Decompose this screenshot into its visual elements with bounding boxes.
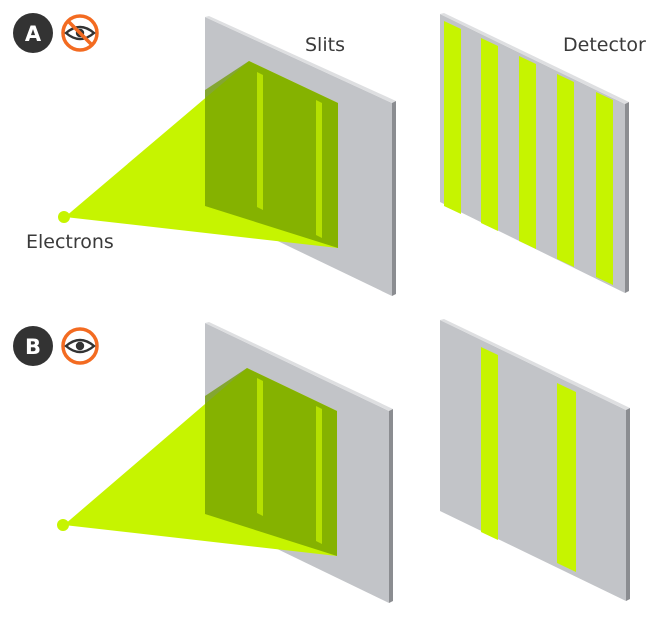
eye-icon	[61, 327, 99, 365]
detector-band	[519, 56, 536, 249]
detector-band	[557, 74, 574, 267]
beam-on-slits-a	[205, 61, 338, 248]
electron-source-a	[58, 211, 70, 223]
detector-band	[557, 383, 576, 572]
detector-screen-b	[440, 319, 630, 601]
slit-1-b	[257, 378, 263, 516]
badge-a-label: A	[25, 22, 42, 46]
eye-crossed-icon	[61, 14, 99, 52]
detector-band	[481, 347, 498, 540]
detector-band	[481, 38, 498, 231]
detector-band	[444, 21, 461, 214]
badge-a	[13, 13, 53, 53]
slits-label: Slits	[305, 34, 345, 56]
electron-source-b	[57, 519, 69, 531]
panel-b: B	[13, 319, 630, 603]
detector-band	[596, 92, 613, 285]
detector-screen-a	[440, 13, 629, 293]
electrons-label: Electrons	[26, 231, 114, 253]
slit-2-a	[316, 100, 322, 238]
detector-label: Detector	[563, 34, 646, 56]
panel-a: A	[13, 13, 646, 296]
badge-b-label: B	[25, 335, 41, 359]
badge-b	[13, 326, 53, 366]
beam-on-slits-b	[205, 368, 337, 556]
slit-2-b	[316, 406, 322, 544]
slit-1-a	[257, 72, 263, 210]
